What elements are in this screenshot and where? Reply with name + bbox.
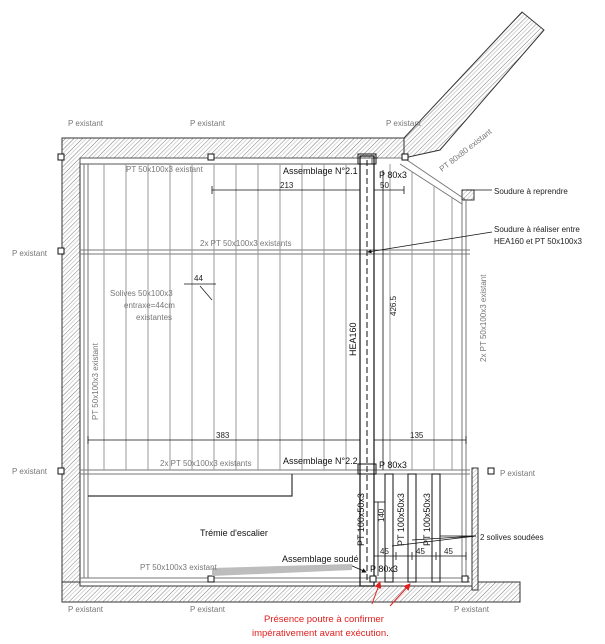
dim-45-a: 45 [380, 547, 389, 556]
assemblage-1-label: Assemblage N°2.1 [283, 166, 358, 176]
post-top-label: P 80x3 [379, 170, 407, 180]
new-pt-members [374, 473, 441, 583]
post-square [487, 467, 495, 475]
post-square [369, 575, 377, 583]
pt100-label-3: PT 100x50x3 [422, 493, 432, 546]
pt-left-label: PT 50x100x3 existant [91, 342, 100, 420]
frame-beams [79, 157, 470, 583]
dim-383: 383 [216, 431, 230, 440]
hea160-beam [357, 153, 377, 587]
assembly-labels: Assemblage N°2.1 Assemblage N°2.2 Assemb… [200, 166, 582, 574]
pt-bottom-label: PT 50x100x3 existant [140, 563, 218, 572]
pt100-label-2: PT 100x50x3 [396, 493, 406, 546]
dim-50: 50 [380, 181, 389, 190]
p-existant-label: P existant [68, 119, 104, 128]
dimension-values: 213 50 44 426.5 383 135 140 45 45 45 [194, 181, 453, 556]
post-square [57, 247, 65, 255]
post-square [57, 153, 65, 161]
p-existant-label: P existant [190, 605, 226, 614]
solives-label-3: existantes [136, 313, 172, 322]
dimension-lines [87, 170, 467, 576]
red-annotation: Présence poutre à confirmer impérativeme… [252, 614, 389, 639]
p-existant-label: P existant [68, 605, 104, 614]
dim-135: 135 [410, 431, 424, 440]
hea160-label: HEA160 [348, 322, 358, 356]
pt-double-top-label: 2x PT 50x100x3 existants [200, 239, 291, 248]
dim-45-c: 45 [444, 547, 453, 556]
deux-solives-label: 2 solives soudées [480, 533, 544, 542]
solives-label-2: entraxe=44cm [124, 301, 175, 310]
tremie-label: Trémie d'escalier [200, 528, 268, 538]
p-existant-label: P existant [454, 605, 490, 614]
dim-140: 140 [377, 508, 386, 522]
soudure-realiser-label-2: HEA160 et PT 50x100x3 [494, 237, 582, 246]
presence-label-1: Présence poutre à confirmer [264, 614, 384, 625]
pt100-label-1: PT 100x50x3 [356, 493, 366, 546]
dim-45-b: 45 [416, 547, 425, 556]
soudure-reprendre-label: Soudure à reprendre [494, 187, 568, 196]
dim-44: 44 [194, 274, 203, 283]
pt-right-label: 2x PT 50x100x3 existant [479, 274, 488, 362]
post-bottom-label: P 80x3 [370, 564, 398, 574]
post-square [461, 575, 469, 583]
posts [57, 153, 495, 583]
assemblage-2-label: Assemblage N°2.2 [283, 456, 358, 466]
post-square [207, 575, 215, 583]
leader-lines [199, 189, 493, 607]
p-existant-labels: P existant P existant P existant P exist… [12, 119, 536, 614]
post-mid-label: P 80x3 [379, 460, 407, 470]
pt-top-label: PT 50x100x3 existant [126, 165, 204, 174]
post-square [207, 153, 215, 161]
p-existant-label: P existant [12, 467, 48, 476]
solives-label-1: Solives 50x100x3 [110, 289, 173, 298]
p-existant-label: P existant [386, 119, 422, 128]
post-square [57, 467, 65, 475]
p-existant-label: P existant [190, 119, 226, 128]
existing-joists [103, 164, 453, 470]
soudure-realiser-label-1: Soudure à réaliser entre [494, 225, 580, 234]
dim-213: 213 [280, 181, 294, 190]
pt-double-bottom-label: 2x PT 50x100x3 existants [160, 459, 251, 468]
presence-label-2: impérativement avant exécution. [252, 628, 389, 639]
dim-426-5: 426.5 [389, 295, 398, 316]
p-existant-label: P existant [12, 249, 48, 258]
p-existant-label: P existant [500, 469, 536, 478]
assemblage-soude-label: Assemblage soudé [282, 554, 359, 564]
post-square [401, 153, 409, 161]
